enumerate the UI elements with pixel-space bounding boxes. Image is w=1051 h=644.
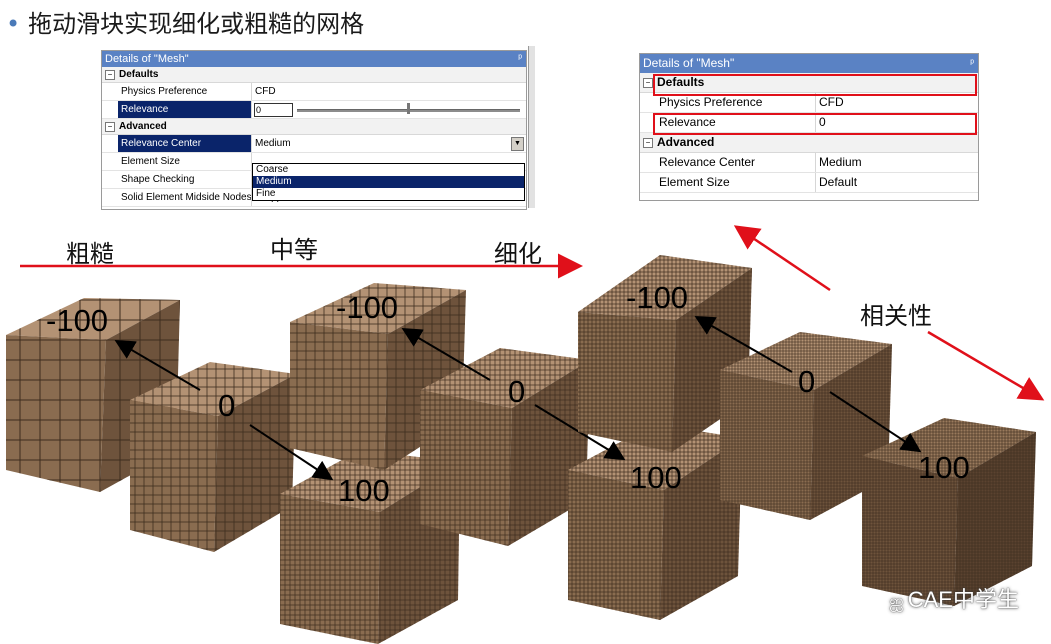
select-value: Medium	[255, 138, 291, 149]
panel-title: Details of "Mesh"	[643, 56, 735, 70]
row-value[interactable]: CFD	[819, 95, 844, 109]
cube-fine-low	[862, 418, 1036, 606]
group-defaults[interactable]: −Defaults	[102, 67, 526, 83]
row-relevance-center[interactable]: Relevance Center Medium ▼	[102, 135, 526, 153]
row-key: Relevance Center	[656, 153, 816, 172]
dropdown-option-medium[interactable]: Medium	[253, 176, 524, 188]
dropdown-option-coarse[interactable]: Coarse	[256, 164, 289, 175]
group-label: Advanced	[657, 135, 715, 149]
label-coarse: 粗糙	[66, 240, 114, 268]
highlight-relevance	[653, 113, 977, 135]
cube-coarse-mid-label: 0	[218, 388, 236, 423]
row-element-size[interactable]: Element Size Default	[640, 173, 978, 193]
row-key: Relevance Center	[118, 135, 252, 152]
dropdown-arrow-icon[interactable]: ▼	[511, 137, 524, 151]
arrow-fine-up	[694, 316, 793, 373]
relevance-input[interactable]: 0	[254, 103, 293, 117]
collapse-icon[interactable]: −	[105, 122, 115, 132]
row-relevance-center[interactable]: Relevance Center Medium	[640, 153, 978, 173]
relevance-arrow-up	[733, 225, 831, 292]
row-value[interactable]: Medium	[819, 155, 862, 169]
row-value[interactable]: CFD	[255, 86, 276, 97]
arrow-coarse-up	[114, 339, 201, 391]
row-value[interactable]: Default	[819, 175, 858, 189]
watermark-text: CAE中学生	[907, 587, 1019, 612]
collapse-icon[interactable]: −	[105, 70, 115, 80]
row-key: Element Size	[656, 173, 816, 192]
cube-fine-mid-label: 0	[798, 364, 816, 399]
panel-titlebar: Details of "Mesh" ᵖ	[640, 54, 978, 73]
group-advanced[interactable]: −Advanced	[640, 133, 978, 153]
group-label: Defaults	[657, 75, 705, 89]
label-fine: 细化	[494, 240, 542, 268]
cube-coarse-mid	[130, 362, 296, 552]
details-panel-left: Details of "Mesh" ᵖ −Defaults Physics Pr…	[101, 50, 527, 210]
row-relevance[interactable]: Relevance 0	[640, 113, 978, 133]
wechat-icon: ஐ	[889, 591, 904, 611]
panel-titlebar: Details of "Mesh" ᵖ	[102, 51, 526, 67]
cube-fine-low-label: 100	[918, 450, 970, 485]
cube-medium-low	[568, 424, 742, 620]
label-relevance: 相关性	[860, 302, 932, 330]
collapse-icon[interactable]: −	[643, 78, 653, 88]
row-relevance[interactable]: Relevance 0	[102, 101, 526, 119]
row-key: Relevance	[656, 113, 816, 132]
pin-icon[interactable]: ᵖ	[518, 53, 522, 64]
group-label: Defaults	[119, 69, 159, 80]
cube-coarse-high-label: -100	[46, 303, 109, 338]
arrow-medium-up	[401, 327, 491, 381]
arrow-coarse-down	[249, 424, 334, 481]
row-key: Element Size	[118, 153, 252, 170]
cube-medium-low-label: 100	[630, 460, 682, 495]
row-key: Solid Element Midside Nodes	[118, 189, 252, 206]
dropdown-option-fine[interactable]: Fine	[256, 188, 276, 199]
details-panel-right: Details of "Mesh" ᵖ −Defaults Physics Pr…	[639, 53, 979, 201]
label-medium: 中等	[270, 236, 318, 264]
row-key: Physics Preference	[118, 83, 252, 100]
relevance-center-select[interactable]: Medium ▼	[252, 135, 526, 152]
bullet: •	[6, 10, 21, 38]
arrow-fine-down	[829, 391, 922, 453]
cube-coarse-low-label: 100	[338, 473, 390, 508]
relevance-slider-thumb[interactable]	[407, 103, 410, 114]
relevance-arrow-down	[927, 330, 1045, 401]
slide-heading: •拖动滑块实现细化或粗糙的网格	[6, 4, 364, 39]
row-physics-preference[interactable]: Physics Preference CFD	[102, 83, 526, 101]
panel-title: Details of "Mesh"	[105, 53, 189, 65]
row-value[interactable]: 0	[819, 115, 826, 129]
cube-medium-mid-label: 0	[508, 374, 526, 409]
group-label: Advanced	[119, 121, 167, 132]
group-advanced[interactable]: −Advanced	[102, 119, 526, 135]
group-defaults[interactable]: −Defaults	[640, 73, 978, 93]
cube-fine-high-label: -100	[626, 280, 689, 315]
panel-scrollbar[interactable]	[528, 46, 535, 208]
row-key: Relevance	[118, 101, 252, 118]
row-key: Shape Checking	[118, 171, 252, 188]
cube-medium-high-label: -100	[336, 290, 399, 325]
relevance-value-cell: 0	[252, 101, 526, 118]
collapse-icon[interactable]: −	[643, 138, 653, 148]
cube-medium-mid	[420, 348, 590, 546]
relevance-center-dropdown-list[interactable]: Coarse Medium Fine	[252, 163, 525, 201]
row-key: Physics Preference	[656, 93, 816, 112]
highlight-defaults	[653, 74, 977, 96]
pin-icon[interactable]: ᵖ	[970, 58, 974, 69]
heading-text: 拖动滑块实现细化或粗糙的网格	[28, 10, 365, 38]
row-physics-preference[interactable]: Physics Preference CFD	[640, 93, 978, 113]
